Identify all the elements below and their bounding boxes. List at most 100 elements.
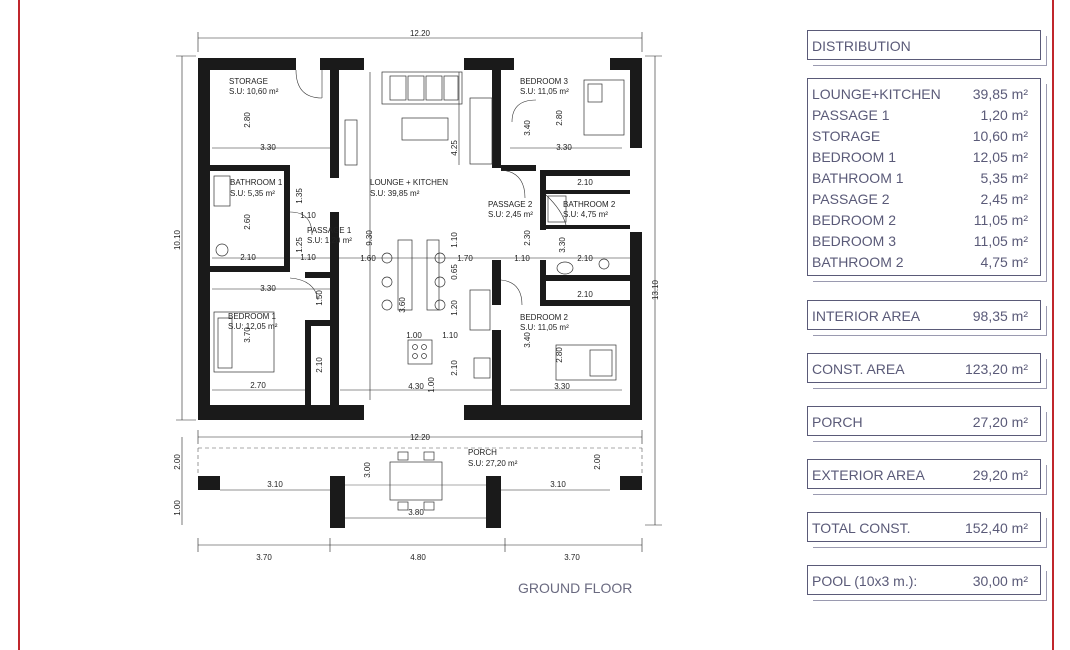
const-area-value: 123,20 m² — [964, 361, 1028, 377]
lounge-area: S.U: 39,85 m² — [370, 189, 420, 198]
dim-island-b: 1.20 — [450, 300, 459, 316]
exterior-area-value: 29,20 m² — [972, 467, 1028, 483]
pool-area-label: POOL (10x3 m.): — [812, 573, 918, 589]
dim-kitchen-a: 1.00 — [427, 377, 436, 393]
floor-plan: 12.20 10.10 13.10 12.20 3.70 4.80 3.70 3… — [173, 29, 662, 596]
room-name: PASSAGE 1 — [812, 107, 890, 123]
dim-porch-depth-mid: 3.00 — [363, 462, 372, 478]
exterior-area-label: EXTERIOR AREA — [812, 467, 925, 483]
dim-pass1-w: 1.10 — [300, 253, 316, 262]
dimension-lines — [176, 32, 662, 552]
dim-island-h: 3.60 — [398, 297, 407, 313]
room-labels: STORAGE S.U: 10,60 m² BATHROOM 1 S.U: 5,… — [228, 77, 616, 468]
total-const-label: TOTAL CONST. — [812, 520, 911, 536]
dim-bed1-door: 1.50 — [315, 290, 324, 306]
pool-area-value: 30,00 m² — [972, 573, 1028, 589]
dim-pass2-h: 2.30 — [523, 230, 532, 246]
dim-bath2-w: 2.10 — [577, 178, 593, 187]
dim-bed3-inner: 2.80 — [555, 110, 564, 126]
lounge-name: LOUNGE + KITCHEN — [370, 178, 448, 187]
porch-area-value: 27,20 m² — [972, 414, 1028, 430]
interior-area-label: INTERIOR AREA — [812, 308, 921, 324]
dim-pass1-b: 1.25 — [295, 237, 304, 253]
bed2-name: BEDROOM 2 — [520, 313, 569, 322]
dim-porch-mid-span: 3.80 — [408, 508, 424, 517]
bed1-area: S.U: 12,05 m² — [228, 322, 278, 331]
furniture — [213, 71, 625, 511]
room-name: PASSAGE 2 — [812, 191, 890, 207]
porch-area: S.U: 27,20 m² — [468, 459, 518, 468]
room-name: STORAGE — [812, 128, 881, 144]
bath1-name: BATHROOM 1 — [230, 178, 283, 187]
porch-area-label: PORCH — [812, 414, 863, 430]
pass1-name: PASSAGE 1 — [307, 226, 352, 235]
dim-bath2-h: 3.30 — [558, 237, 567, 253]
dim-kitchen-w: 4.30 — [408, 382, 424, 391]
room-row: STORAGE 10,60 m² — [808, 126, 1040, 147]
room-value: 11,05 m² — [973, 212, 1028, 228]
dim-porch-left-span: 3.10 — [267, 480, 283, 489]
room-value: 12,05 m² — [972, 149, 1028, 165]
storage-name: STORAGE — [229, 77, 268, 86]
bed1-name: BEDROOM 1 — [228, 312, 277, 321]
room-value: 1,20 m² — [980, 107, 1028, 123]
dim-island-w2: 1.10 — [442, 331, 458, 340]
dim-storage-w: 3.30 — [260, 143, 276, 152]
left-frame-border — [18, 0, 20, 650]
bed3-area: S.U: 11,05 m² — [520, 87, 569, 96]
dim-pass1-a: 1.10 — [300, 211, 316, 220]
pass1-area: S.U: 1,20 m² — [307, 236, 352, 245]
dim-bath2-w2: 2.10 — [577, 254, 593, 263]
porch-name: PORCH — [468, 448, 497, 457]
bath2-name: BATHROOM 2 — [563, 200, 616, 209]
dim-pass2-w2: 1.10 — [514, 254, 530, 263]
walls — [198, 58, 642, 528]
dim-porch-total: 12.20 — [410, 433, 431, 442]
dimension-labels: 12.20 10.10 13.10 12.20 3.70 4.80 3.70 3… — [173, 29, 660, 562]
porch-outline — [197, 447, 643, 486]
dim-porch-right-span: 3.10 — [550, 480, 566, 489]
room-value: 10,60 m² — [972, 128, 1028, 144]
dim-porch-depth-left: 2.00 — [173, 454, 182, 470]
dim-island-w1: 1.00 — [406, 331, 422, 340]
dim-bed1-side: 2.10 — [315, 357, 324, 373]
dim-bottom-mid: 4.80 — [410, 553, 426, 562]
dim-bed1-h: 3.70 — [243, 327, 252, 343]
dim-bath2-w3: 2.10 — [577, 290, 593, 299]
plan-title: GROUND FLOOR — [518, 580, 632, 596]
bed2-area: S.U: 11,05 m² — [520, 323, 569, 332]
total-const-value: 152,40 m² — [964, 520, 1028, 536]
dim-porch-depth-right: 2.00 — [593, 454, 602, 470]
pass2-area: S.U: 2,45 m² — [488, 210, 533, 219]
room-row: PASSAGE 1 1,20 m² — [808, 105, 1040, 126]
room-name: BEDROOM 2 — [812, 212, 897, 228]
dim-right-total: 13.10 — [651, 279, 660, 300]
distribution-header: DISTRIBUTION — [807, 30, 1047, 66]
dim-bottom-right: 3.70 — [564, 553, 580, 562]
interior-area-box: INTERIOR AREA 98,35 m² — [807, 300, 1047, 336]
pool-area-box: POOL (10x3 m.): 30,00 m² — [807, 565, 1047, 601]
dim-bed3-h: 3.40 — [523, 120, 532, 136]
door-swings — [289, 69, 567, 306]
room-name: BATHROOM 1 — [812, 170, 904, 186]
dim-storage-h: 2.80 — [243, 112, 252, 128]
distribution-header-label: DISTRIBUTION — [812, 38, 911, 54]
dim-pass2-w: 1.70 — [457, 254, 473, 263]
dim-island-a: 0.65 — [450, 264, 459, 280]
dim-bath1-h: 2.60 — [243, 214, 252, 230]
room-name: LOUNGE+KITCHEN — [812, 86, 941, 102]
interior-area-value: 98,35 m² — [972, 308, 1028, 324]
porch-area-box: PORCH 27,20 m² — [807, 406, 1047, 442]
room-name: BATHROOM 2 — [812, 254, 904, 270]
dim-lounge-h: 9.30 — [365, 230, 374, 246]
dim-lounge-w: 1.60 — [360, 254, 376, 263]
dim-bed2-w: 3.30 — [554, 382, 570, 391]
dim-lounge-top: 4.25 — [450, 140, 459, 156]
bath2-area: S.U: 4,75 m² — [563, 210, 608, 219]
dim-bed3-w: 3.30 — [556, 143, 572, 152]
